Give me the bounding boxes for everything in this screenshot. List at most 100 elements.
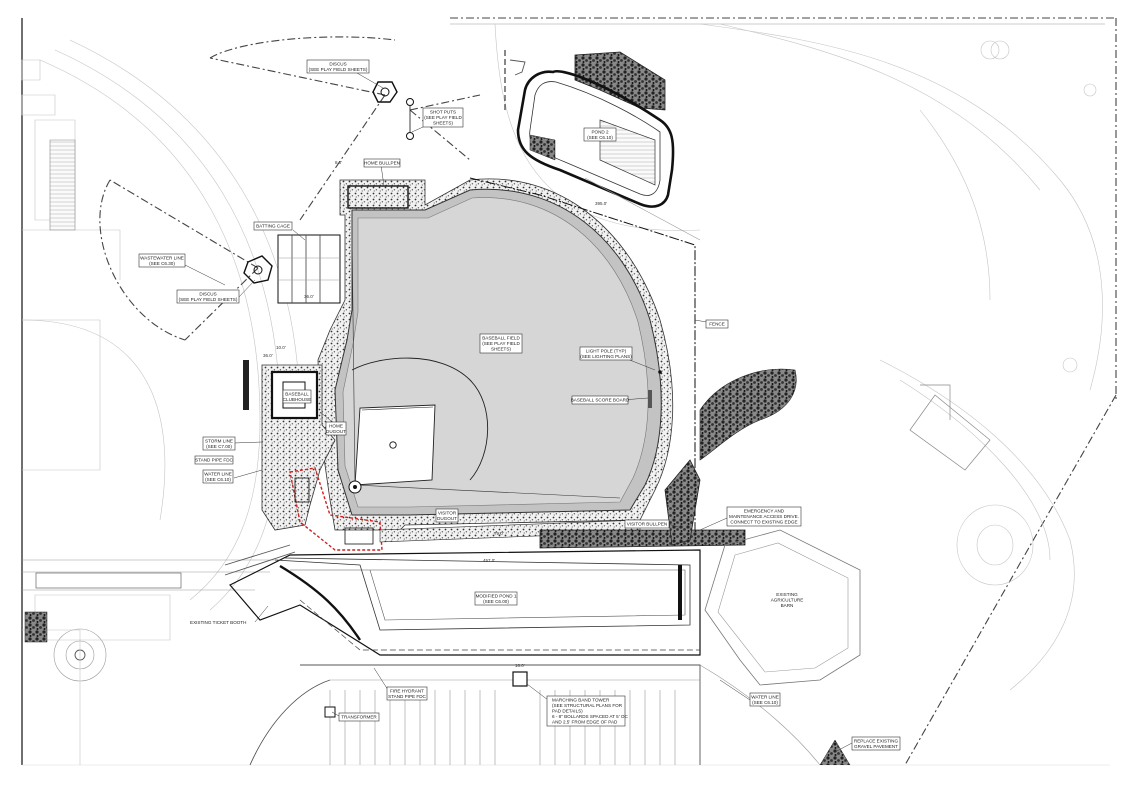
baseline-walkway	[379, 368, 797, 549]
bollards-line1: 6 - 8" BOLLARDS SPACED AT 5' OC	[552, 714, 628, 719]
score-board-text: BASEBALL SCORE BOARD	[571, 398, 630, 403]
dim-band-tower-pad: 16.0'	[515, 663, 525, 668]
dim-side-gap: 10.0'	[276, 345, 286, 350]
water-line-left-line1: WATER LINE	[204, 472, 232, 477]
stand-pipe-text: STAND PIPE FDC	[195, 458, 233, 463]
water-line-left-line2: (SEE C6.10)	[205, 477, 231, 482]
dim-dugout-gap: 79.0'	[494, 531, 504, 536]
label-batting-cage: BATTING CAGE	[253, 221, 293, 231]
ag-barn-line2: AGRICULTURE	[771, 598, 804, 603]
fire-hydrant-line2: STAND PIPE FDC	[388, 694, 426, 699]
dim-pond-length: 457.0'	[483, 558, 495, 563]
label-storm-line: STORM LINE (SEE C7.00)	[202, 436, 236, 451]
pond2-line1: POND 2	[591, 130, 609, 135]
transformer-text: TRANSFORMER	[341, 715, 377, 720]
clubhouse-line2: CLUBHOUSE	[283, 397, 312, 402]
visitor-bullpen-text: VISITOR BULLPEN	[627, 522, 668, 527]
label-ticket-booth: EXISTING TICKET BOOTH	[190, 620, 247, 625]
label-modified-pond: MODIFIED POND 1 (SEE C6.00)	[474, 591, 518, 606]
dimension-text: 395.0' 8.0' 36.0' 36.0' 10.0' 79.0' 457.…	[263, 160, 607, 668]
label-water-line-right: WATER LINE (SEE C6.10)	[749, 692, 781, 707]
label-pond2: POND 2 (SEE C6.10)	[583, 127, 617, 142]
dim-pond2-top: 395.0'	[595, 201, 607, 206]
band-tower-line2: (SEE STRUCTURAL PLANS FOR	[552, 703, 623, 708]
label-gravel-pavement: REPLACE EXISTING GRAVEL PAVEMENT	[851, 736, 901, 751]
callouts: DISCUS (SEE PLAY FIELD SHEETS) SHOT PUTS…	[138, 59, 901, 751]
label-home-dugout: HOME DUGOUT	[325, 421, 347, 436]
emergency-line2: MAINTENANCE ACCESS DRIVE.	[729, 514, 799, 519]
existing-structures-left	[21, 59, 76, 643]
shot-puts-line2: (SEE PLAY FIELD	[424, 115, 462, 120]
clubhouse-line1: BASEBALL	[285, 392, 309, 397]
dim-bullpen-width: 8.0'	[335, 160, 342, 165]
shot-puts-line3: SHEETS)	[433, 121, 453, 126]
wastewater-line1: WASTEWATER LINE	[140, 256, 184, 261]
fence-text: FENCE	[709, 322, 725, 327]
water-line-right-line1: WATER LINE	[751, 695, 779, 700]
discus-top-line2: (SEE PLAY FIELD SHEETS)	[309, 67, 368, 72]
label-water-line-left: WATER LINE (SEE C6.10)	[202, 469, 234, 484]
label-visitor-bullpen: VISITOR BULLPEN	[624, 519, 670, 529]
discus-top-line1: DISCUS	[329, 62, 346, 67]
light-pole-line2: (SEE LIGHTING PLANS)	[580, 354, 632, 359]
emergency-line1: EMERGENCY AND	[744, 509, 785, 514]
label-transformer: TRANSFORMER	[338, 712, 380, 722]
label-visitor-dugout: VISITOR DUGOUT	[435, 508, 459, 523]
label-score-board: BASEBALL SCORE BOARD	[571, 395, 630, 405]
sheet-border	[21, 17, 1117, 766]
label-stand-pipe: STAND PIPE FDC	[194, 455, 234, 465]
visitor-dugout-line2: DUGOUT	[437, 516, 457, 521]
batting-cage-text: BATTING CAGE	[256, 224, 290, 229]
baseball-field-line3: SHEETS)	[491, 347, 511, 352]
fire-hydrant-line1: FIRE HYDRANT	[390, 689, 424, 694]
pond2-line2: (SEE C6.10)	[587, 135, 613, 140]
gravel-pavement-line1: REPLACE EXISTING	[854, 739, 899, 744]
batting-cage	[277, 234, 341, 304]
discus-left-line2: (SEE PLAY FIELD SHEETS)	[179, 297, 238, 302]
label-discus-left: DISCUS (SEE PLAY FIELD SHEETS)	[176, 289, 240, 304]
modified-pond-1	[224, 544, 701, 656]
label-wastewater: WASTEWATER LINE (SEE C6.30)	[138, 253, 186, 268]
light-pole-line1: LIGHT POLE (TYP)	[586, 349, 627, 354]
water-line-right-line2: (SEE C6.10)	[752, 700, 778, 705]
discus-sector-left	[99, 179, 273, 341]
discus-left-line1: DISCUS	[199, 292, 216, 297]
home-bullpen-text: HOME BULLPEN	[364, 161, 400, 166]
label-shot-puts: SHOT PUTS (SEE PLAY FIELD SHEETS)	[422, 107, 464, 128]
modified-pond-line1: MODIFIED POND 1	[476, 594, 517, 599]
band-tower-line1: MARCHING BAND TOWER	[552, 698, 610, 703]
dim-cage-width: 36.0'	[304, 294, 314, 299]
ticket-booth-text: EXISTING TICKET BOOTH	[190, 620, 247, 625]
label-band-tower: MARCHING BAND TOWER (SEE STRUCTURAL PLAN…	[546, 695, 628, 727]
bollards-line2: AND 2.5' FROM EDGE OF PAD	[552, 720, 618, 725]
label-fire-hydrant: FIRE HYDRANT STAND PIPE FDC	[386, 686, 428, 701]
baseball-field-line2: (SEE PLAY FIELD	[482, 341, 520, 346]
modified-pond-line2: (SEE C6.00)	[483, 599, 509, 604]
label-light-pole: LIGHT POLE (TYP) (SEE LIGHTING PLANS)	[579, 346, 633, 361]
existing-roads	[21, 23, 1103, 765]
baseball-field-line1: BASEBALL FIELD	[482, 336, 520, 341]
label-home-bullpen: HOME BULLPEN	[363, 158, 401, 168]
emergency-line3: CONNECT TO EXISTING EDGE	[730, 520, 797, 525]
shot-put-area	[406, 94, 481, 161]
label-emergency-drive: EMERGENCY AND MAINTENANCE ACCESS DRIVE. …	[726, 506, 802, 527]
home-dugout-line1: HOME	[329, 424, 343, 429]
ag-barn-line3: BARN	[781, 603, 794, 608]
gravel-pavement-line2: GRAVEL PAVEMENT	[854, 744, 898, 749]
ag-barn-line1: EXISTING	[776, 592, 798, 597]
fence-line	[469, 177, 701, 530]
red-outline-area	[289, 467, 383, 551]
band-tower-line3: PAD DETAILS)	[552, 709, 583, 714]
label-ag-barn: EXISTING AGRICULTURE BARN	[771, 592, 804, 608]
discus-sector-top	[209, 36, 398, 221]
storm-line-line2: (SEE C7.00)	[206, 444, 232, 449]
wastewater-line2: (SEE C6.30)	[149, 261, 175, 266]
label-discus-top: DISCUS (SEE PLAY FIELD SHEETS)	[306, 59, 370, 74]
label-baseball-field: BASEBALL FIELD (SEE PLAY FIELD SHEETS)	[479, 333, 523, 354]
label-clubhouse: BASEBALL CLUBHOUSE	[282, 389, 312, 404]
storm-line-line1: STORM LINE	[205, 439, 233, 444]
shot-puts-line1: SHOT PUTS	[430, 110, 456, 115]
visitor-dugout-line1: VISITOR	[438, 511, 457, 516]
home-dugout-line2: DUGOUT	[326, 429, 346, 434]
